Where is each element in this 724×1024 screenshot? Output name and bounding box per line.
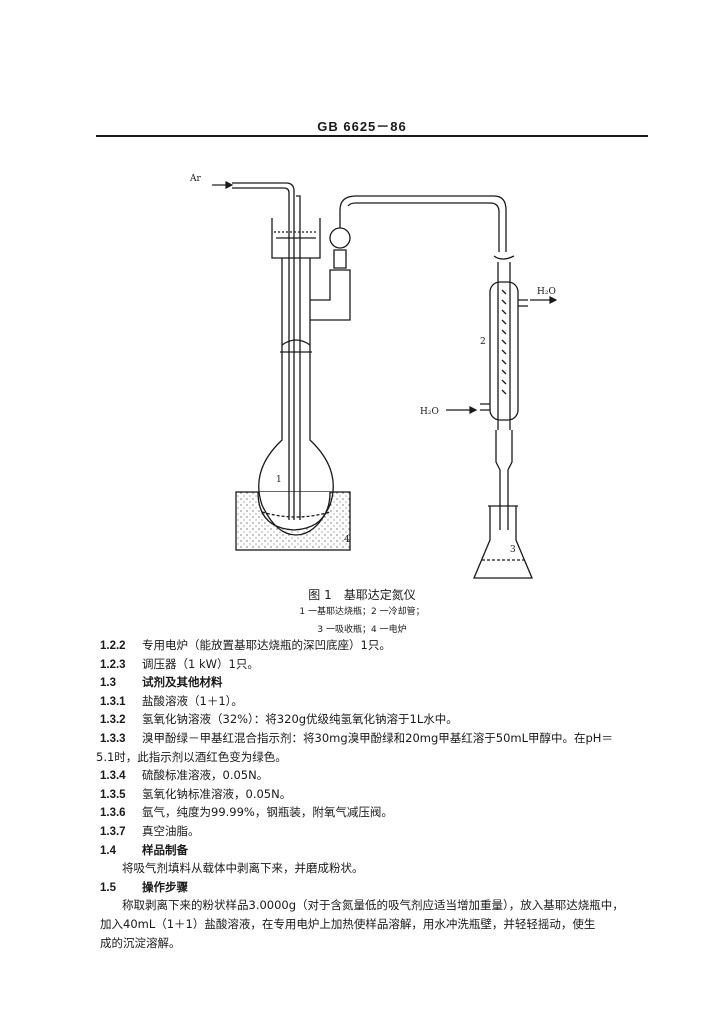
clause-text: 称取剥离下来的粉状样品3.0000g（对于含氮量低的吸气剂应适当增加重量），放入… <box>122 898 624 913</box>
clause-number: 1.2.3 <box>100 658 126 671</box>
body-line: 5.1时，此指示剂以酒红色变为绿色。 <box>96 748 648 767</box>
clause-number: 1.3.1 <box>100 695 126 708</box>
ar-inlet-label: Ar <box>189 174 201 184</box>
clause-text: 硫酸标准溶液，0.05N。 <box>142 768 269 783</box>
figure-caption-legend-1: 1 一基耶达烧瓶；2 一冷却管； <box>299 607 425 617</box>
body-line: 1.2.2 专用电炉（能放置基耶达烧瓶的深凹底座）1只。 <box>100 636 648 655</box>
body-line: 1.3.6 氩气，纯度为99.99%，钢瓶装，附氧气减压阀。 <box>100 803 648 822</box>
furnace-number-4: 4 <box>344 535 350 545</box>
body-line: 1.4 样品制备 <box>100 841 648 860</box>
body-line: 1.5 操作步骤 <box>100 878 648 897</box>
clause-number: 1.3.2 <box>100 714 126 727</box>
clause-number: 1.4 <box>100 844 116 857</box>
header-rule <box>96 135 648 137</box>
figure-caption-legend-2: 3 一吸收瓶；4 一电炉 <box>317 625 407 635</box>
clause-text: 加入40mL（1＋1）盐酸溶液，在专用电炉上加热使样品溶解，用水冲洗瓶壁，并轻轻… <box>100 916 596 931</box>
body-line: 称取剥离下来的粉状样品3.0000g（对于含氮量低的吸气剂应适当增加重量），放入… <box>100 896 648 915</box>
body-line: 1.2.3 调压器（1 kW）1只。 <box>100 655 648 674</box>
body-line: 1.3.3 溴甲酚绿－甲基红混合指示剂：将30mg溴甲酚绿和20mg甲基红溶于50… <box>100 729 648 748</box>
clause-text: 氢氧化钠溶液（32%）：将320g优级纯氢氧化钠溶于1L水中。 <box>142 712 458 727</box>
clause-text: 试剂及其他材料 <box>142 675 223 690</box>
body-line: 1.3 试剂及其他材料 <box>100 673 648 692</box>
kjeldahl-flask <box>258 258 334 536</box>
clause-number: 1.3.4 <box>100 770 126 783</box>
clause-number: 1.3.5 <box>100 788 126 801</box>
body-line: 1.3.2 氢氧化钠溶液（32%）：将320g优级纯氢氧化钠溶于1L水中。 <box>100 710 648 729</box>
body-line: 1.3.4 硫酸标准溶液，0.05N。 <box>100 766 648 785</box>
kjeldahl-apparatus-figure: Ar H₂O H₂O 1 2 3 4 <box>189 174 558 579</box>
clause-text: 样品制备 <box>142 842 188 857</box>
clause-text: 氢氧化钠标准溶液，0.05N。 <box>142 786 292 801</box>
clause-number: 1.3 <box>100 677 116 690</box>
condenser <box>493 255 515 260</box>
body-line: 1.3.5 氢氧化钠标准溶液，0.05N。 <box>100 785 648 804</box>
document-body: 1.2.2 专用电炉（能放置基耶达烧瓶的深凹底座）1只。 1.2.3 调压器（1 kW… <box>96 636 648 953</box>
receiver-number-3: 3 <box>510 545 516 555</box>
body-line: 1.3.7 真空油脂。 <box>100 822 648 841</box>
body-line: 1.3.1 盐酸溶液（1＋1）。 <box>100 692 648 711</box>
condenser-number-2: 2 <box>480 337 486 347</box>
clause-number: 1.3.3 <box>100 732 126 745</box>
clause-text: 专用电炉（能放置基耶达烧瓶的深凹底座）1只。 <box>142 638 391 652</box>
clause-text: 调压器（1 kW）1只。 <box>142 656 259 671</box>
clause-text: 氩气，纯度为99.99%，钢瓶装，附氧气减压阀。 <box>142 805 393 820</box>
clause-number: 1.3.7 <box>100 825 126 838</box>
clause-text: 将吸气剂填料从载体中剥离下来，并磨成粉状。 <box>122 861 364 876</box>
clause-text: 成的沉淀溶解。 <box>100 935 181 950</box>
clause-text: 溴甲酚绿－甲基红混合指示剂：将30mg溴甲酚绿和20mg甲基红溶于50mL甲醇中… <box>142 730 613 745</box>
body-line: 成的沉淀溶解。 <box>100 934 648 953</box>
clause-text: 盐酸溶液（1＋1）。 <box>142 693 243 708</box>
clause-number: 1.3.6 <box>100 807 126 820</box>
body-line: 将吸气剂填料从载体中剥离下来，并磨成粉状。 <box>100 859 648 878</box>
clause-number: 1.5 <box>100 881 116 894</box>
water-out-label: H₂O <box>537 287 556 297</box>
figure-caption-title: 图 1 基耶达定氮仪 <box>308 588 416 602</box>
body-line: 加入40mL（1＋1）盐酸溶液，在专用电炉上加热使样品溶解，用水冲洗瓶壁，并轻轻… <box>100 915 648 934</box>
clause-text: 5.1时，此指示剂以酒红色变为绿色。 <box>96 749 287 764</box>
clause-text: 操作步骤 <box>142 879 188 894</box>
clause-number: 1.2.2 <box>100 640 126 652</box>
standard-header: GB 6625－86 <box>317 119 407 134</box>
receiving-flask <box>473 506 533 579</box>
water-in-label: H₂O <box>420 407 439 417</box>
flask-number-1: 1 <box>276 475 282 485</box>
clause-text: 真空油脂。 <box>142 823 200 838</box>
